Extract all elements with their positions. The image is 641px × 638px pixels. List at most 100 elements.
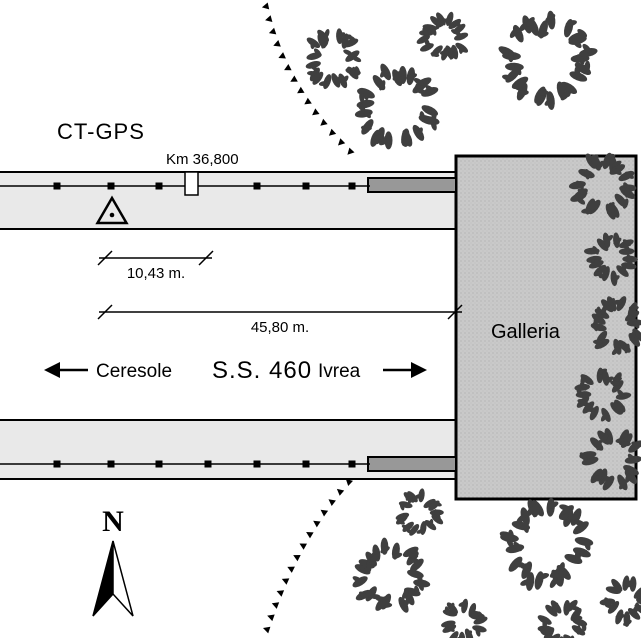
tree-leaf bbox=[618, 248, 635, 255]
tree-leaf bbox=[617, 389, 625, 398]
tree-leaf bbox=[613, 237, 622, 245]
guardrail-posts bbox=[53, 182, 356, 468]
tree-leaf bbox=[593, 315, 599, 326]
tree-leaf bbox=[310, 39, 316, 50]
dimension-long bbox=[97, 304, 463, 320]
tree-leaf bbox=[572, 615, 583, 620]
embankment-tick bbox=[293, 555, 301, 562]
tree-cluster bbox=[584, 232, 638, 287]
tree-leaf bbox=[632, 319, 640, 329]
tree-leaf bbox=[611, 380, 624, 393]
guardrail-post bbox=[348, 182, 356, 190]
tree-leaf bbox=[401, 137, 412, 144]
dimension-short-label: 10,43 m. bbox=[127, 265, 185, 282]
tree-leaf bbox=[415, 127, 423, 138]
tree-leaf bbox=[407, 553, 419, 559]
tree-leaf bbox=[596, 160, 604, 170]
north-arrow: N bbox=[92, 505, 134, 617]
guardrail-post bbox=[348, 460, 356, 468]
embankment-tick bbox=[273, 40, 281, 47]
tree-leaf bbox=[449, 52, 457, 60]
embankment-tick bbox=[336, 488, 345, 496]
tree-leaf bbox=[598, 368, 608, 375]
guardrail-post bbox=[155, 182, 163, 190]
tree-leaf bbox=[631, 441, 641, 448]
embankment-tick bbox=[261, 2, 270, 10]
arrow-right-icon bbox=[411, 362, 427, 378]
tree-leaf bbox=[465, 630, 473, 638]
tree-leaf bbox=[402, 598, 411, 608]
tree-cluster bbox=[579, 428, 641, 491]
tree-leaf bbox=[604, 428, 614, 445]
embankment-tick bbox=[312, 108, 320, 116]
embankment-tick bbox=[267, 614, 275, 622]
embankment-tick bbox=[263, 626, 271, 634]
embankment-tick bbox=[297, 86, 305, 94]
tree-leaf bbox=[608, 297, 615, 307]
tree-leaf bbox=[444, 606, 450, 616]
tree-leaf bbox=[321, 40, 329, 49]
tree-leaf bbox=[584, 60, 591, 73]
tree-leaf bbox=[318, 81, 329, 86]
tree-leaf bbox=[352, 576, 363, 583]
tree-leaf bbox=[565, 20, 577, 27]
tree-leaf bbox=[452, 21, 461, 27]
embankment-tick bbox=[328, 499, 336, 506]
tree-leaf bbox=[410, 558, 421, 564]
galleria-label: Galleria bbox=[491, 321, 561, 343]
survey-triangle-symbol bbox=[95, 195, 129, 225]
tree-leaf bbox=[447, 623, 455, 631]
tree-leaf bbox=[542, 619, 548, 629]
tree-leaf bbox=[357, 102, 366, 112]
tree-leaf bbox=[577, 399, 587, 405]
tree-leaf bbox=[346, 50, 360, 61]
tree-leaf bbox=[392, 552, 403, 559]
tree-leaf bbox=[537, 31, 549, 38]
tree-leaf bbox=[592, 246, 599, 255]
tree-leaf bbox=[439, 50, 449, 55]
tree-leaf bbox=[425, 85, 435, 94]
tree-leaf bbox=[366, 561, 372, 573]
north-needle-light bbox=[112, 540, 134, 617]
tree-leaf bbox=[579, 452, 588, 462]
tree-leaf bbox=[370, 594, 381, 600]
tree-leaf bbox=[584, 539, 591, 551]
dimension-tick bbox=[198, 250, 214, 266]
tree-leaf bbox=[611, 160, 622, 168]
tree-leaf bbox=[514, 64, 522, 76]
tree-leaf bbox=[313, 48, 322, 57]
tree-leaf bbox=[627, 315, 637, 322]
dimension-tick bbox=[447, 304, 463, 320]
tree-leaf bbox=[395, 75, 406, 84]
tree-leaf bbox=[335, 75, 342, 85]
tree-leaf bbox=[508, 529, 514, 542]
embankment-tick bbox=[306, 532, 314, 539]
tree-leaf bbox=[401, 589, 409, 599]
tree-leaf bbox=[574, 551, 581, 563]
tree-leaf bbox=[539, 626, 546, 636]
tree-leaf bbox=[450, 29, 460, 35]
north-label: N bbox=[102, 505, 124, 538]
embankment-tick bbox=[304, 97, 312, 105]
tree-leaf bbox=[454, 32, 469, 41]
tree-leaf bbox=[517, 89, 529, 96]
tree-leaf bbox=[624, 343, 630, 354]
tree-leaf bbox=[593, 339, 603, 345]
tree-leaf bbox=[373, 134, 385, 141]
guardrail-post bbox=[253, 182, 261, 190]
destinations: Ceresole S.S. 460 Ivrea bbox=[44, 357, 427, 384]
embankment-tick bbox=[284, 64, 292, 71]
tree-leaf bbox=[622, 239, 631, 247]
tunnel-wall-top bbox=[367, 177, 457, 193]
tree-leaf bbox=[350, 66, 356, 76]
tree-leaf bbox=[307, 70, 317, 76]
tree-leaf bbox=[421, 37, 430, 44]
tree-leaf bbox=[433, 501, 442, 507]
tree-leaf bbox=[560, 91, 570, 101]
tree-cluster bbox=[568, 152, 637, 220]
station-label: CT-GPS bbox=[57, 119, 145, 144]
tree-cluster bbox=[574, 367, 632, 422]
tree-leaf bbox=[419, 111, 426, 123]
dimension-long-label: 45,80 m. bbox=[251, 319, 309, 336]
tree-leaf bbox=[636, 597, 641, 607]
